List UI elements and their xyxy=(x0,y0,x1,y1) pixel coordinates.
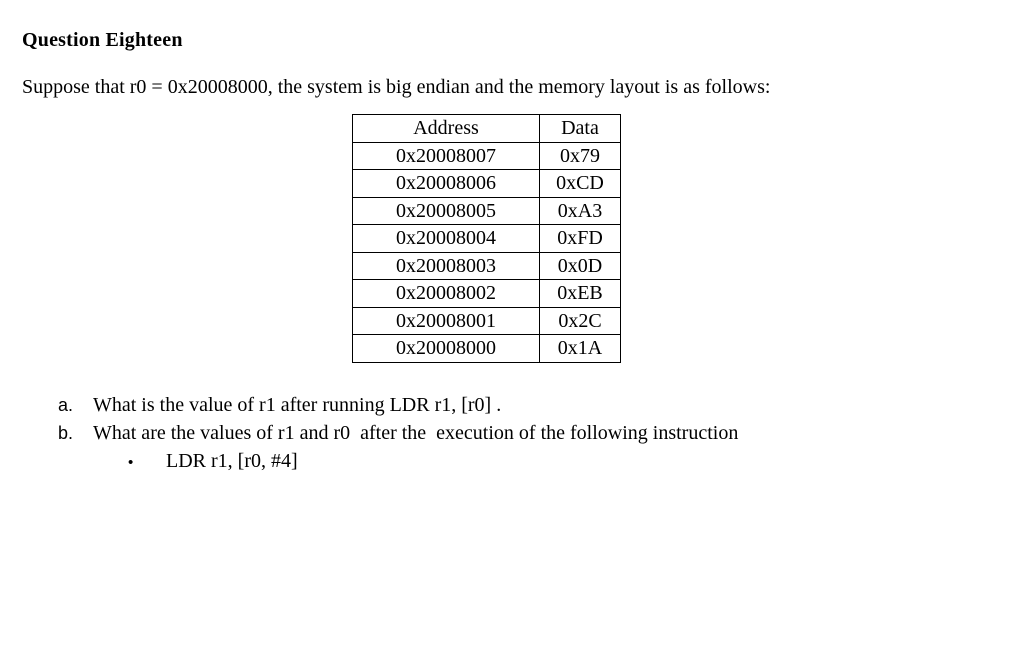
bullet-instruction-text: LDR r1, [r0, #4] xyxy=(166,450,298,472)
table-row: 0x20008003 0x0D xyxy=(352,251,621,280)
address-column-header: Address xyxy=(352,114,540,143)
question-a-text: What is the value of r1 after running LD… xyxy=(93,394,502,416)
table-row: 0x20008007 0x79 xyxy=(352,141,621,170)
question-b-text: What are the values of r1 and r0 after t… xyxy=(93,422,739,444)
data-cell: 0xEB xyxy=(539,279,621,308)
address-cell: 0x20008001 xyxy=(352,306,540,335)
question-item-b: b. What are the values of r1 and r0 afte… xyxy=(0,419,1024,447)
question-item-a: a. What is the value of r1 after running… xyxy=(0,391,1024,419)
page-title: Question Eighteen xyxy=(22,29,183,51)
address-cell: 0x20008002 xyxy=(352,279,540,308)
table-header-row: Address Data xyxy=(352,114,621,143)
table-row: 0x20008005 0xA3 xyxy=(352,196,621,225)
address-cell: 0x20008005 xyxy=(352,196,540,225)
data-cell: 0x1A xyxy=(539,334,621,363)
address-cell: 0x20008000 xyxy=(352,334,540,363)
bullet-icon: • xyxy=(128,454,134,471)
table-row: 0x20008002 0xEB xyxy=(352,279,621,308)
data-column-header: Data xyxy=(539,114,621,143)
data-cell: 0x79 xyxy=(539,141,621,170)
address-cell: 0x20008003 xyxy=(352,251,540,280)
question-a-marker: a. xyxy=(58,395,74,415)
question-b-marker: b. xyxy=(58,423,74,443)
memory-table: Address Data 0x20008007 0x79 0x20008006 … xyxy=(352,114,621,363)
data-cell: 0xFD xyxy=(539,224,621,253)
address-cell: 0x20008006 xyxy=(352,169,540,198)
data-cell: 0xCD xyxy=(539,169,621,198)
address-cell: 0x20008007 xyxy=(352,141,540,170)
intro-text: Suppose that r0 = 0x20008000, the system… xyxy=(22,76,771,98)
table-row: 0x20008006 0xCD xyxy=(352,169,621,198)
table-row: 0x20008000 0x1A xyxy=(352,334,621,363)
table-row: 0x20008004 0xFD xyxy=(352,224,621,253)
table-row: 0x20008001 0x2C xyxy=(352,306,621,335)
address-cell: 0x20008004 xyxy=(352,224,540,253)
data-cell: 0x0D xyxy=(539,251,621,280)
question-b-bullet-item: • LDR r1, [r0, #4] xyxy=(0,447,1024,475)
data-cell: 0xA3 xyxy=(539,196,621,225)
data-cell: 0x2C xyxy=(539,306,621,335)
questions-list: a. What is the value of r1 after running… xyxy=(0,391,1024,475)
